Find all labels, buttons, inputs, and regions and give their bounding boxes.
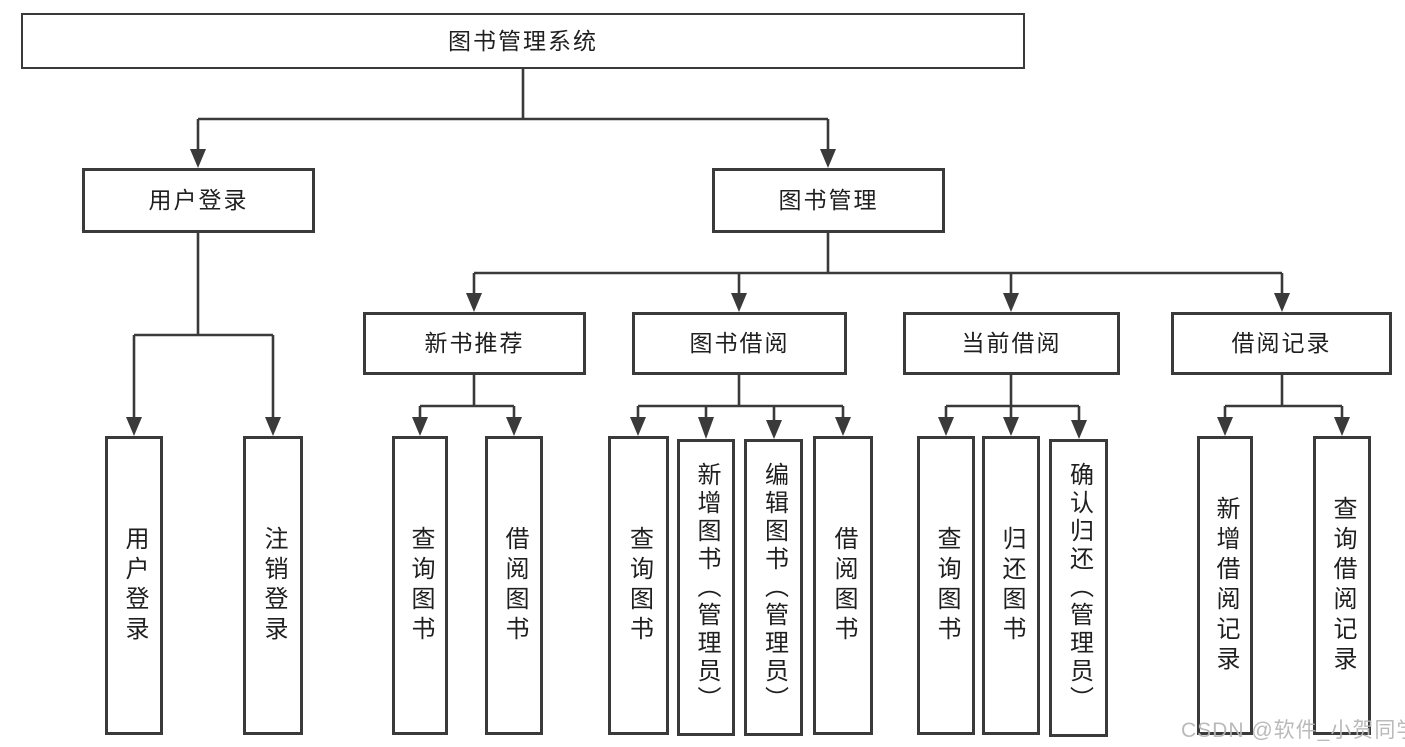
node-func-borrowing-edit-books: 编辑图书（管理员） — [744, 439, 803, 736]
node-branch-user-login-label: 用户登录 — [148, 187, 249, 213]
connector-book-management-branch — [466, 233, 1290, 312]
node-module-book-borrowing: 图书借阅 — [632, 312, 847, 375]
node-func-records-query-record: 查询借阅记录 — [1313, 436, 1371, 735]
node-branch-book-management: 图书管理 — [712, 168, 945, 233]
node-func-recommend-borrow-books: 借阅图书 — [485, 436, 543, 735]
connector-current-borrowing — [938, 375, 1087, 439]
node-func-borrowing-add-books: 新增图书（管理员） — [677, 439, 735, 736]
node-module-new-book-recommend: 新书推荐 — [363, 312, 586, 375]
node-func-current-query-books-label: 查询图书 — [933, 525, 960, 646]
node-func-user-login: 用户登录 — [105, 436, 163, 735]
node-func-current-return-books: 归还图书 — [982, 436, 1040, 735]
connector-new-book-recommend — [412, 375, 522, 436]
node-func-current-confirm-return: 确认归还（管理员） — [1049, 439, 1108, 737]
connector-user-login-branch — [126, 233, 281, 436]
connector-book-borrowing — [630, 375, 851, 439]
node-func-borrowing-borrow-books-label: 借阅图书 — [830, 525, 857, 646]
node-func-current-return-books-label: 归还图书 — [998, 525, 1025, 646]
node-branch-user-login: 用户登录 — [82, 168, 315, 233]
node-func-current-confirm-return-label: 确认归还（管理员） — [1065, 462, 1093, 714]
node-func-records-add-record-label: 新增借阅记录 — [1212, 495, 1239, 676]
node-func-records-query-record-label: 查询借阅记录 — [1329, 495, 1356, 676]
node-func-current-query-books: 查询图书 — [917, 436, 975, 735]
node-branch-book-management-label: 图书管理 — [778, 187, 879, 213]
connector-borrowing-records — [1217, 375, 1350, 436]
node-module-borrowing-records: 借阅记录 — [1171, 312, 1392, 375]
node-func-recommend-query-books: 查询图书 — [392, 436, 448, 735]
node-func-borrowing-query-books: 查询图书 — [608, 436, 669, 735]
node-func-records-add-record: 新增借阅记录 — [1197, 436, 1253, 735]
node-root-label: 图书管理系统 — [448, 27, 598, 54]
node-module-new-book-recommend-label: 新书推荐 — [424, 330, 525, 356]
node-func-borrowing-edit-books-label: 编辑图书（管理员） — [760, 461, 788, 714]
connector-root-to-branches — [190, 69, 836, 168]
node-module-current-borrowing-label: 当前借阅 — [961, 330, 1062, 356]
node-module-borrowing-records-label: 借阅记录 — [1231, 330, 1332, 356]
node-module-current-borrowing: 当前借阅 — [903, 312, 1120, 375]
node-func-logout: 注销登录 — [243, 436, 303, 735]
node-func-user-login-label: 用户登录 — [121, 525, 148, 646]
node-func-borrowing-add-books-label: 新增图书（管理员） — [693, 461, 720, 714]
node-module-book-borrowing-label: 图书借阅 — [689, 330, 790, 356]
node-func-borrowing-query-books-label: 查询图书 — [625, 525, 653, 646]
watermark: CSDN @软件_小贺同学 — [1181, 719, 1405, 742]
node-func-logout-label: 注销登录 — [260, 525, 287, 646]
node-func-recommend-query-books-label: 查询图书 — [407, 525, 434, 646]
node-root-system: 图书管理系统 — [21, 13, 1025, 69]
node-func-borrowing-borrow-books: 借阅图书 — [813, 436, 873, 735]
node-func-recommend-borrow-books-label: 借阅图书 — [501, 525, 528, 646]
